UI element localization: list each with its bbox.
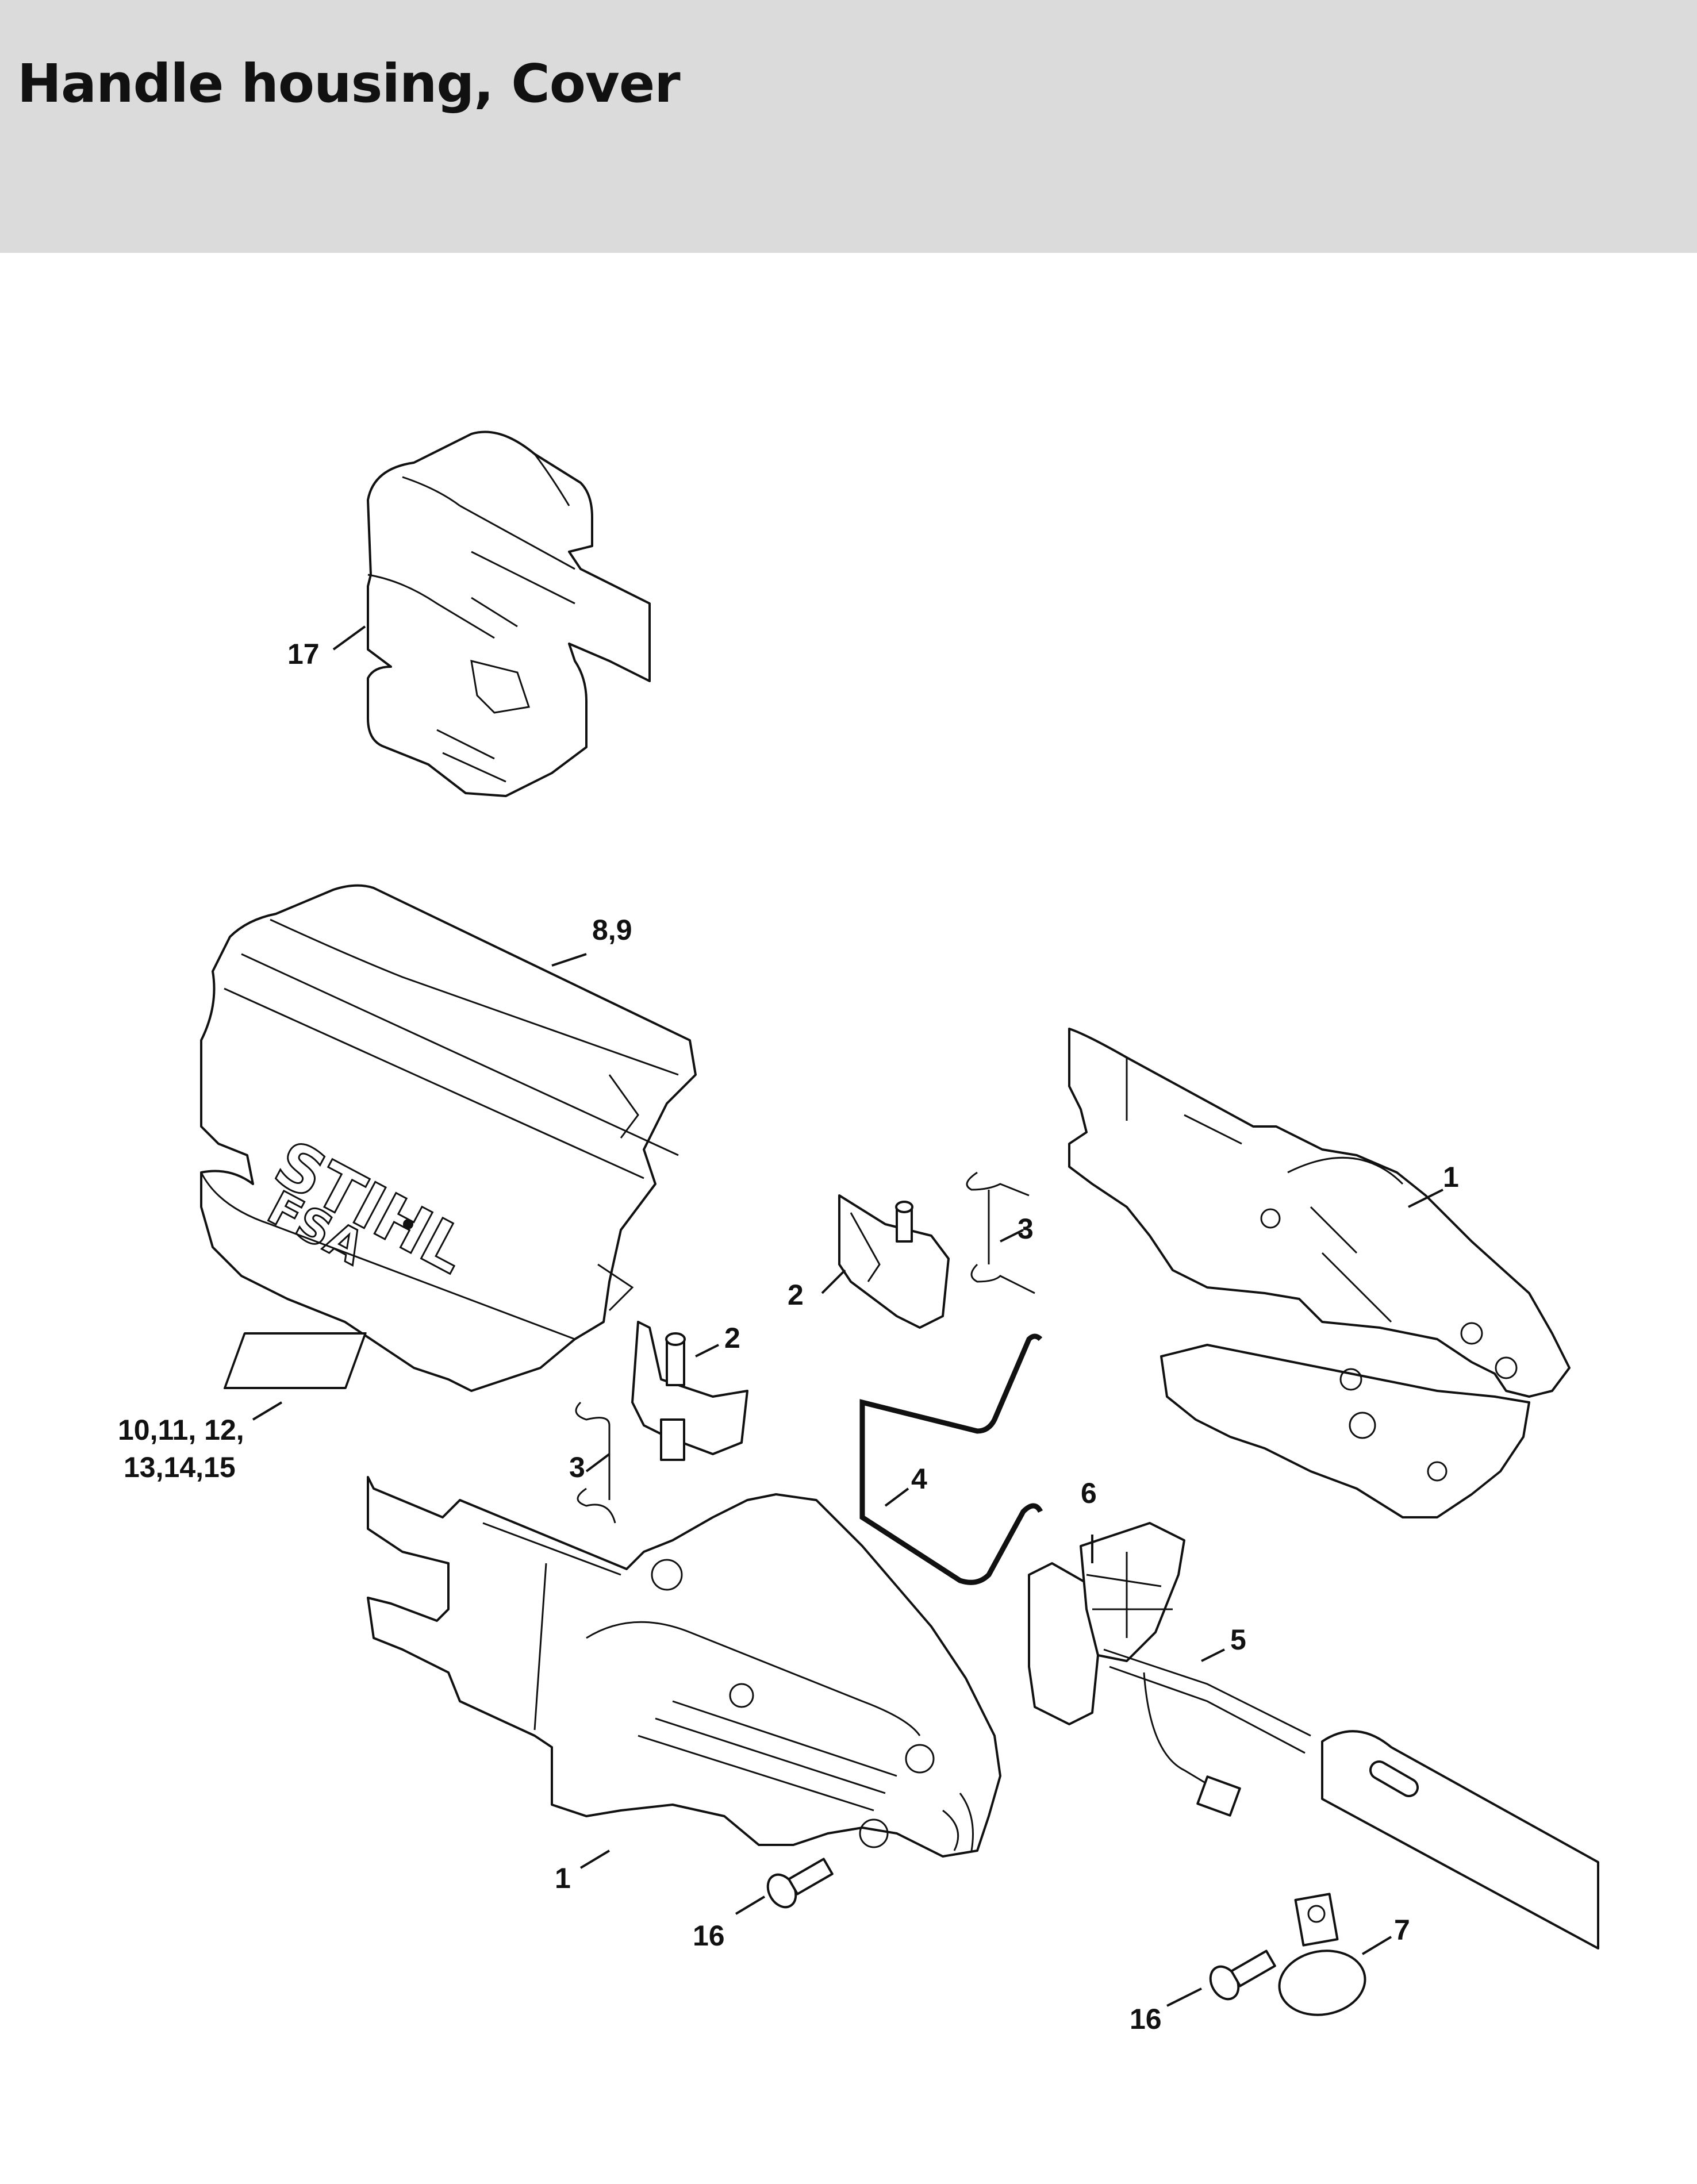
callout-6: 6 — [1081, 1477, 1097, 1509]
part-17-cover — [367, 430, 651, 797]
part-4-wire-bracket — [859, 1333, 1043, 1585]
part-16-screw-left — [766, 1858, 834, 1909]
callout-5: 5 — [1230, 1624, 1246, 1656]
callout-16-right: 16 — [1130, 2003, 1162, 2035]
callout-17: 17 — [287, 638, 320, 670]
part-6-terminal-block — [1028, 1522, 1185, 1725]
part-3-spring-lower — [575, 1401, 616, 1524]
header-band — [0, 0, 1697, 253]
part-8-9-shroud: STIHL FSA — [200, 884, 697, 1392]
callout-3-lower: 3 — [569, 1451, 585, 1483]
callout-8-9: 8,9 — [592, 914, 632, 946]
part-2-lower-contact — [631, 1321, 748, 1461]
callout-7: 7 — [1394, 1914, 1410, 1946]
brand-dot — [403, 1219, 413, 1229]
part-7-hose-clamp — [1278, 1893, 1366, 2016]
callout-1-left: 1 — [555, 1862, 571, 1894]
callout-13-15: 13,14,15 — [124, 1451, 236, 1483]
callout-labels: 17 8,9 1 3 2 2 10,11, 12, 13,14,15 3 4 6… — [118, 638, 1459, 2035]
callout-4: 4 — [911, 1463, 927, 1495]
part-10-15-label — [223, 1332, 367, 1389]
leader-lines — [252, 625, 1443, 2007]
part-5-cable-tube — [1103, 1648, 1599, 1950]
callout-2-upper: 2 — [788, 1279, 804, 1311]
callout-1-right: 1 — [1443, 1161, 1459, 1193]
part-2-upper-contact — [838, 1194, 950, 1329]
part-1-housing-right — [1068, 1028, 1571, 1518]
page-title: Handle housing, Cover — [17, 53, 681, 114]
callout-2-lower: 2 — [724, 1322, 740, 1354]
part-3-spring-upper — [966, 1171, 1035, 1294]
callout-3-upper: 3 — [1018, 1213, 1034, 1245]
callout-10-12: 10,11, 12, — [118, 1414, 244, 1446]
part-1-housing-left — [367, 1476, 1001, 1858]
part-16-screw-right — [1209, 1950, 1276, 2001]
callout-16-left: 16 — [693, 1920, 725, 1952]
